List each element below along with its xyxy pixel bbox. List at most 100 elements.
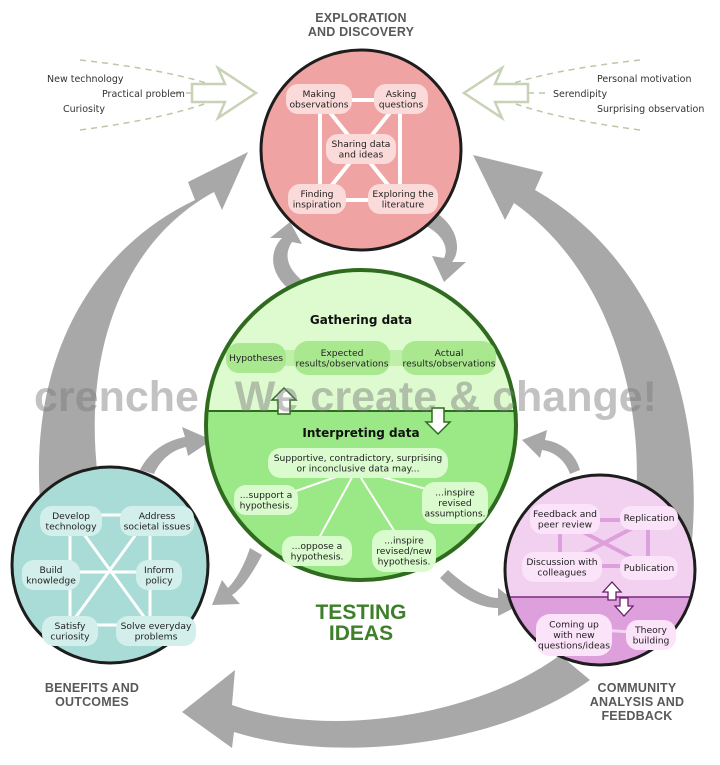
node-solve-problems-line: problems: [135, 631, 178, 642]
node-revised-hypothesis-line: revised/new: [376, 546, 432, 557]
node-publication: Publication: [624, 563, 675, 574]
node-expected-results-line: Expected: [321, 348, 364, 359]
node-exploring-literature-line: literature: [382, 199, 425, 210]
node-sharing-data-line: and ideas: [339, 149, 384, 160]
node-oppose-hypothesis-line: ...oppose a: [292, 541, 343, 552]
node-theory-building-line: Theory: [634, 625, 667, 636]
node-inform-policy-line: Inform: [144, 565, 174, 576]
node-address-societal-issues-line: societal issues: [124, 521, 191, 532]
node-hypotheses-line: Hypotheses: [229, 353, 283, 364]
gathering-data-title: Gathering data: [310, 313, 412, 327]
node-support-hypothesis-line: ...support a: [240, 490, 293, 501]
node-address-societal-issues-line: Address: [139, 511, 176, 522]
community-down-arrow-icon: [613, 597, 635, 617]
input-new-technology: New technology: [47, 74, 124, 85]
benefits-to-test-arrow: [140, 427, 212, 474]
node-coming-up-questions-line: questions/ideas: [538, 641, 610, 652]
node-satisfy-curiosity-line: curiosity: [50, 631, 90, 642]
node-finding-inspiration-line: Finding: [300, 189, 333, 200]
right-cycle-arrow: [473, 155, 694, 560]
cycle-arrows: [38, 152, 694, 748]
left-input-arrow: [190, 64, 259, 122]
node-develop-technology-line: technology: [45, 521, 97, 532]
node-replication-line: Replication: [624, 513, 675, 524]
community-title-line3: FEEDBACK: [601, 709, 672, 723]
node-asking-questions-line: Asking: [386, 89, 417, 100]
node-coming-up-questions-line: Coming up: [549, 620, 599, 631]
exploration-title-line1: EXPLORATION: [315, 11, 407, 25]
left-cycle-arrow: [38, 152, 248, 500]
bottom-cycle-arrow: [182, 655, 590, 748]
node-solve-problems-line: Solve everyday: [121, 621, 192, 632]
up-arrow-icon: [270, 386, 298, 415]
node-revised-assumptions-line: assumptions.: [424, 509, 485, 520]
node-actual-results-line: results/observations: [403, 358, 496, 369]
node-develop-technology-line: Develop: [52, 511, 90, 522]
node-asking-questions-line: questions: [379, 99, 424, 110]
testing-ideas-line2: IDEAS: [329, 622, 393, 645]
testing-ideas-line1: TESTING: [315, 601, 406, 624]
node-sharing-data-line: Sharing data: [332, 139, 391, 150]
node-supportive-data-line: or inconclusive data may...: [296, 463, 419, 474]
exploration-title-line2: AND DISCOVERY: [308, 25, 415, 39]
community-up-arrow-icon: [601, 581, 623, 601]
node-build-knowledge-line: knowledge: [26, 575, 76, 586]
input-arrows: [79, 59, 641, 131]
node-replication: Replication: [624, 513, 675, 524]
interpreting-data-title: Interpreting data: [302, 426, 419, 440]
node-exploring-literature-line: Exploring the: [372, 189, 434, 200]
node-revised-hypothesis-line: hypothesis.: [378, 557, 431, 568]
test-to-community-arrow: [440, 570, 520, 616]
test-to-explore-arrow: [270, 222, 304, 290]
node-supportive-data-line: Supportive, contradictory, surprising: [274, 453, 443, 464]
watermark-text: crenche We create & change!: [34, 373, 657, 421]
node-inform-policy-line: policy: [145, 575, 173, 586]
node-theory-building-line: building: [633, 635, 670, 646]
node-support-hypothesis-line: hypothesis.: [240, 500, 293, 511]
node-hypotheses: Hypotheses: [229, 353, 283, 364]
explore-to-test-arrow: [422, 210, 466, 282]
community-title-line2: ANALYSIS AND: [590, 695, 685, 709]
node-making-observations-line: observations: [289, 99, 348, 110]
exploration-circle: [259, 48, 463, 252]
node-revised-assumptions-line: revised: [438, 498, 472, 509]
input-curiosity: Curiosity: [63, 104, 105, 115]
node-publication-line: Publication: [624, 563, 675, 574]
community-circle: [503, 473, 697, 667]
node-making-observations-line: Making: [302, 89, 335, 100]
node-discussion-colleagues-line: colleagues: [537, 567, 586, 578]
node-discussion-colleagues-line: Discussion with: [526, 557, 597, 568]
input-practical-problem: Practical problem: [102, 89, 185, 100]
node-revised-hypothesis-line: ...inspire: [384, 536, 424, 547]
node-revised-assumptions-line: ...inspire: [435, 488, 475, 499]
node-expected-results-line: results/observations: [296, 358, 389, 369]
node-coming-up-questions-line: with new: [553, 630, 595, 641]
node-build-knowledge-line: Build: [39, 565, 62, 576]
node-oppose-hypothesis-line: hypothesis.: [291, 551, 344, 562]
down-arrow-icon: [424, 407, 452, 436]
node-feedback-peer-review-line: peer review: [538, 519, 593, 530]
